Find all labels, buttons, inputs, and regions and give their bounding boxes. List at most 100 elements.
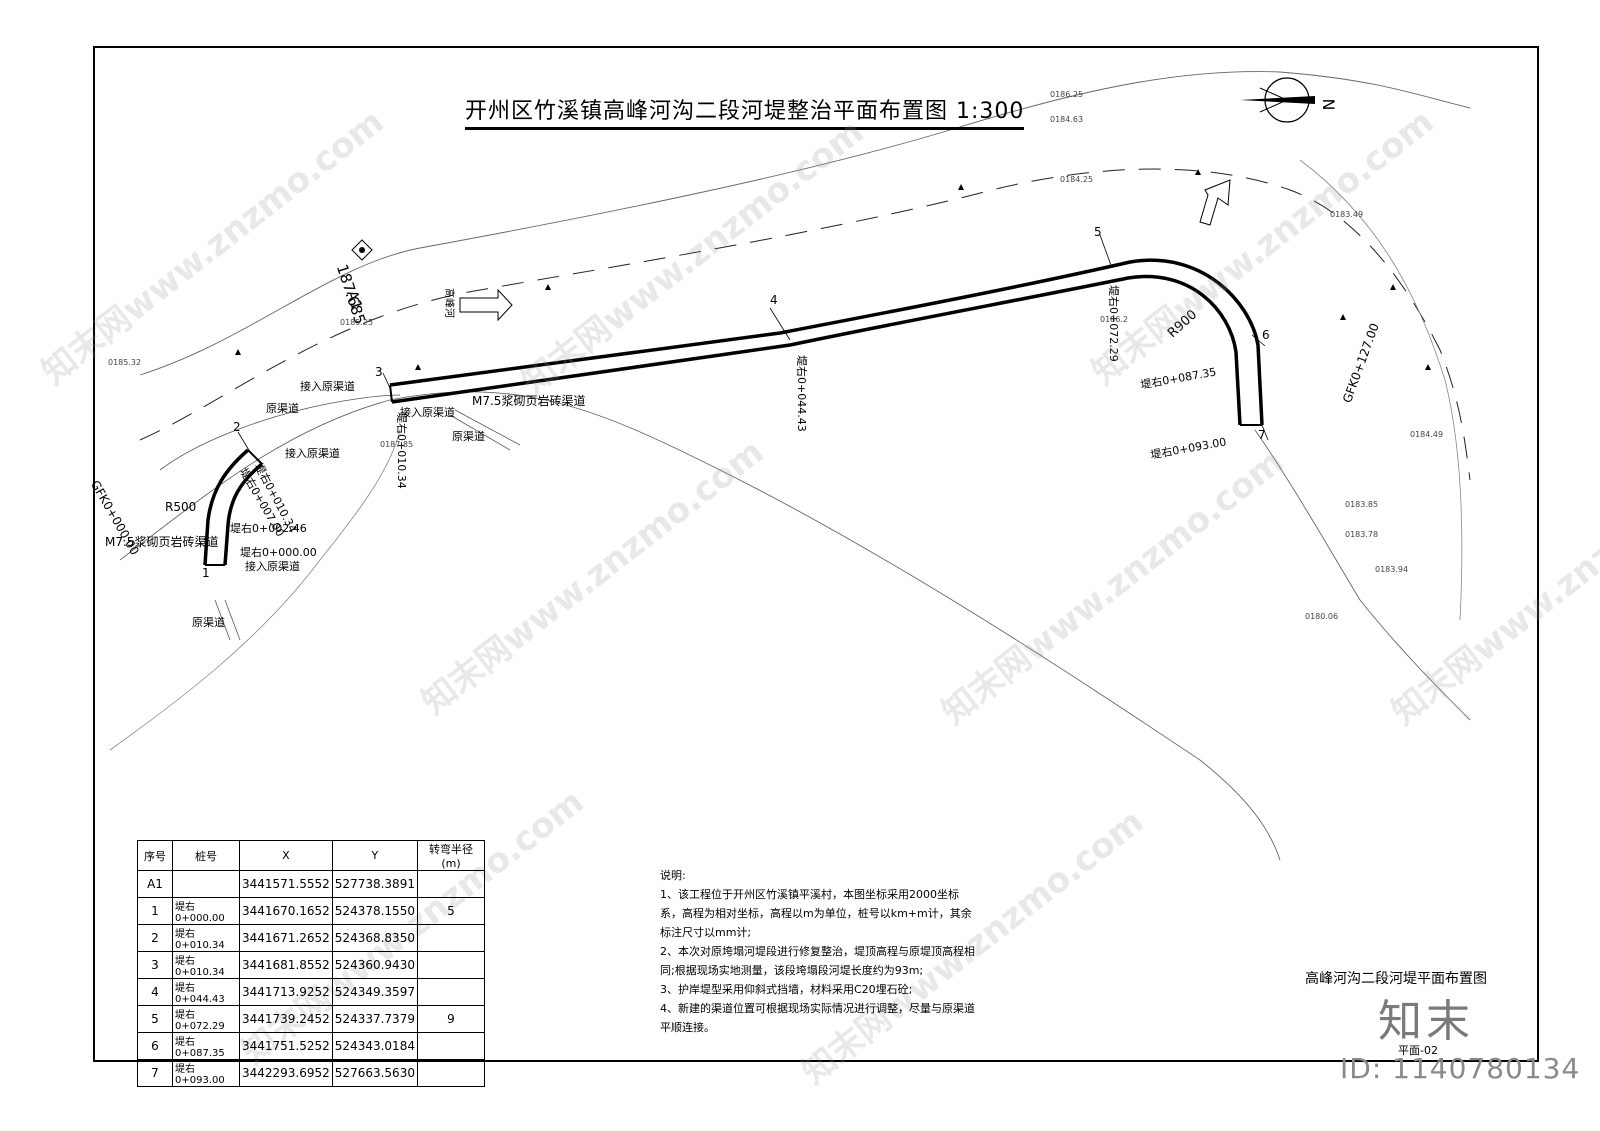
table-header: X (239, 840, 333, 871)
table-cell-x: 3441739.2452 (239, 1005, 333, 1033)
table-cell-r (416, 1059, 485, 1087)
elevation-point: 0186.25 (1050, 90, 1084, 99)
flow-arrow-icon-2 (1199, 179, 1231, 226)
table-cell-sta: 堤右0+010.34 (172, 924, 240, 952)
station-label: 堤右0+044.43 (795, 355, 808, 432)
upper-bank-line (139, 71, 1471, 376)
flow-arrow-icon (459, 288, 513, 322)
table-cell-sta: 堤右0+000.00 (172, 897, 240, 925)
table-cell-y: 524343.0184 (331, 1032, 418, 1060)
notes-block: 说明: 1、该工程位于开州区竹溪镇平溪村，本图坐标采用2000坐标系，高程为相对… (660, 866, 980, 1037)
river-name: 高峰河 (443, 288, 454, 318)
note-item: 1、该工程位于开州区竹溪镇平溪村，本图坐标采用2000坐标系，高程为相对坐标，高… (660, 888, 972, 939)
table-cell-y: 527738.3891 (331, 870, 418, 898)
table-cell-r: 5 (416, 897, 485, 925)
lower-left-boundary (109, 429, 401, 751)
connect-channel-label-4: 接入原渠道 (245, 560, 300, 573)
table-cell-x: 3441571.5552 (239, 870, 333, 898)
elevation-point: 0185.25 (340, 318, 374, 327)
table-cell-sta: 堤右0+087.35 (172, 1032, 240, 1060)
elevation-point: 0184.25 (1060, 175, 1094, 184)
note-item: 2、本次对原垮塌河堤段进行修复整治，堤顶高程与原堤顶高程相同;根据现场实地测量，… (660, 945, 975, 977)
table-cell-sta: 堤右0+044.43 (172, 978, 240, 1006)
radius-left-label: R500 (165, 500, 197, 514)
embankment-left-inner (203, 448, 250, 566)
far-right-bank (1299, 159, 1463, 621)
elevation-point: 0187.85 (380, 440, 414, 449)
table-cell-no: A1 (137, 870, 173, 898)
table-cell-x: 3441751.5252 (239, 1032, 333, 1060)
table-cell-no: 1 (137, 897, 173, 925)
point-number: 1 (202, 566, 210, 580)
note-item: 3、护岸堤型采用仰斜式挡墙，材料采用C20埋石砼; (660, 983, 913, 996)
table-cell-sta: 堤右0+093.00 (172, 1059, 240, 1087)
sheet-number: 平面-02 (1398, 1044, 1438, 1057)
north-arrow-icon (1240, 77, 1315, 123)
orig-channel-label: 原渠道 (266, 402, 299, 415)
north-label: N (1319, 98, 1339, 111)
station-label: 堤右0+010.34 (395, 412, 408, 489)
table-cell-no: 2 (137, 924, 173, 952)
table-cell-no: 4 (137, 978, 173, 1006)
table-cell-no: 6 (137, 1032, 173, 1060)
table-cell-y: 527663.5630 (331, 1059, 418, 1087)
embankment-main-outer (389, 258, 1264, 426)
connect-channel-label: 接入原渠道 (300, 380, 355, 393)
notes-heading: 说明: (660, 869, 686, 882)
table-cell-sta (172, 870, 240, 898)
elevation-point: 0183.49 (1330, 210, 1364, 219)
table-cell-y: 524337.7379 (331, 1005, 418, 1033)
elevation-point: 0180.06 (1305, 612, 1339, 621)
point-number: 5 (1094, 225, 1102, 239)
table-cell-r (416, 924, 485, 952)
original-channel-lines (159, 394, 521, 641)
point-number: 6 (1262, 328, 1270, 342)
brand-logo: 知末 (1378, 996, 1474, 1047)
table-cell-y: 524368.8350 (331, 924, 418, 952)
elevation-point: 0183.78 (1345, 530, 1379, 539)
sheet-title: 高峰河沟二段河堤平面布置图 (1305, 971, 1487, 987)
table-cell-y: 524378.1550 (331, 897, 418, 925)
table-cell-y: 524360.9430 (331, 951, 418, 979)
orig-channel-label-2: 原渠道 (452, 430, 485, 443)
point-number: 2 (233, 420, 241, 434)
table-cell-r: 9 (416, 1005, 485, 1033)
connect-channel-label-2: 接入原渠道 (285, 447, 340, 460)
terrain-markers (235, 169, 1431, 370)
embankment-main-inner (391, 274, 1242, 426)
note-item: 4、新建的渠道位置可根据现场实际情况进行调整，尽量与原渠道平顺连接。 (660, 1002, 975, 1034)
elevation-point: 0184.63 (1050, 115, 1084, 124)
elevation-point: 0183.85 (1345, 500, 1379, 509)
embankment-left-outer (223, 462, 264, 566)
lower-bank-line (119, 391, 1281, 861)
point-number: 4 (770, 293, 778, 307)
table-cell-x: 3441671.2652 (239, 924, 333, 952)
id-text: ID: 1140780134 (1340, 1052, 1581, 1085)
table-cell-r (416, 951, 485, 979)
table-cell-r (416, 978, 485, 1006)
orig-channel-label-3: 原渠道 (192, 616, 225, 629)
table-cell-no: 5 (137, 1005, 173, 1033)
elevation-point: 0184.49 (1410, 430, 1444, 439)
station-label: 堤右0+000.00 (240, 546, 317, 559)
point-number: 7 (1258, 428, 1266, 442)
elevation-point: 0183.94 (1375, 565, 1409, 574)
masonry-label: M7.5浆砌页岩砖渠道 (472, 394, 586, 408)
table-cell-x: 3441670.1652 (239, 897, 333, 925)
table-header: 序号 (137, 840, 173, 871)
table-cell-x: 3442293.6952 (239, 1059, 333, 1087)
table-header: 转弯半径(m) (416, 840, 485, 871)
right-bank-line (1254, 429, 1471, 721)
table-cell-y: 524349.3597 (331, 978, 418, 1006)
table-header: 桩号 (172, 840, 240, 871)
drawing-title: 开州区竹溪镇高峰河沟二段河堤整治平面布置图 1:300 (465, 93, 1025, 130)
elevation-point: 0186.2 (1100, 315, 1128, 324)
